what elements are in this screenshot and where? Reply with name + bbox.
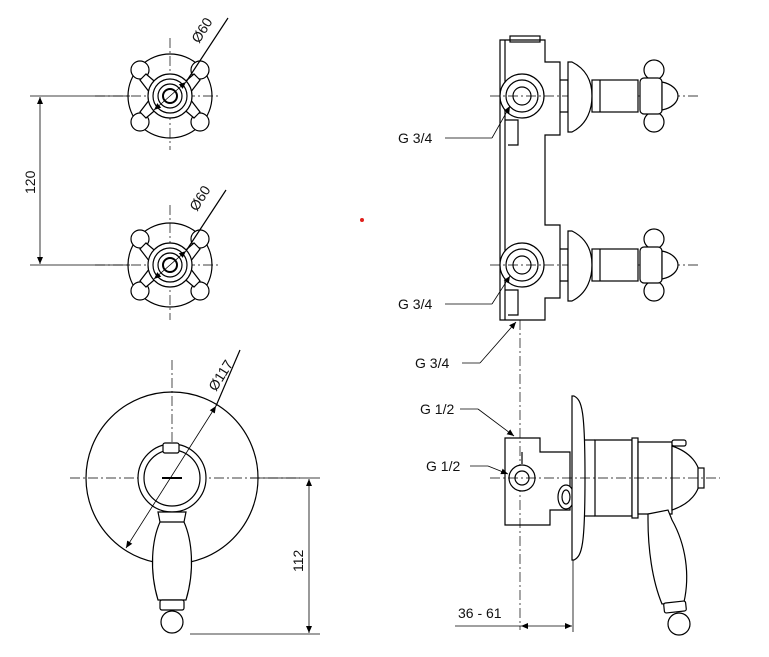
dim-diameter-middle: Ø60 — [186, 182, 214, 213]
valve-block-side-view — [445, 35, 700, 630]
cross-handle-front-lower — [95, 189, 227, 320]
thread-label-upper-inlet: G 3/4 — [398, 130, 432, 146]
marker-dot — [360, 218, 364, 222]
cross-handle-front-upper — [95, 17, 229, 150]
thread-label-lower-inlet: G 3/4 — [398, 296, 432, 312]
thread-label-mixer-outlet-top: G 1/2 — [420, 401, 454, 417]
dim-depth-range: 36 - 61 — [458, 605, 502, 621]
mixer-front-view — [70, 349, 320, 635]
dim-spacing-vertical: 120 — [22, 170, 38, 194]
thread-label-mixer-outlet-side: G 1/2 — [426, 458, 460, 474]
dim-spacing-line — [30, 95, 130, 266]
mixer-side-view — [455, 395, 720, 636]
dim-height-lower: 112 — [290, 549, 306, 572]
dim-diameter-large: Ø117 — [205, 357, 236, 394]
dim-diameter-top: Ø60 — [188, 14, 216, 45]
thread-label-bottom-outlet: G 3/4 — [415, 355, 449, 371]
